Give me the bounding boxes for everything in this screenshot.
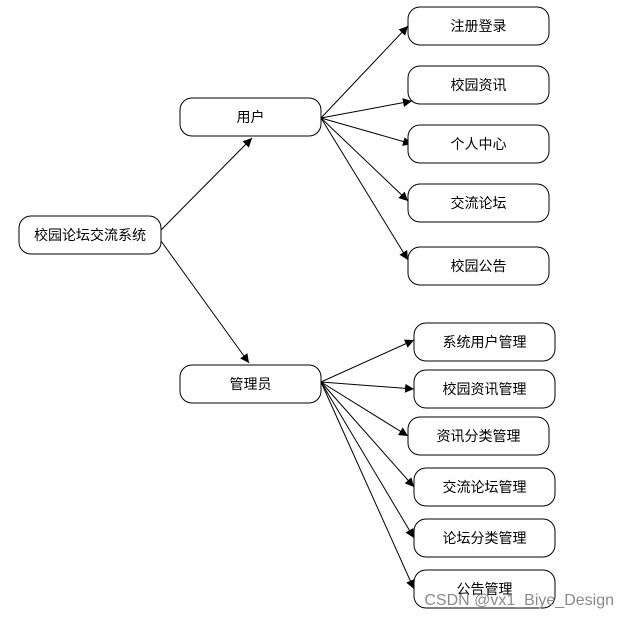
leaf-node-1-1: 校园资讯管理 (413, 369, 556, 409)
leaf-node-0-1-box (407, 65, 550, 105)
edge-branch-0-child-2 (320, 117, 413, 146)
edge-root-to-branch-0 (160, 137, 253, 231)
edge-branch-1-child-4 (320, 381, 415, 539)
leaf-node-1-2-label: 资讯分类管理 (437, 429, 521, 445)
leaf-node-1-1-box (413, 369, 556, 409)
edge-branch-1-child-2 (320, 381, 409, 437)
edge-branch-0-child-4 (320, 117, 409, 261)
leaf-node-1-5-label: 公告管理 (457, 582, 513, 598)
leaf-node-0-4-label: 校园公告 (451, 258, 507, 275)
leaf-node-1-3: 交流论坛管理 (413, 467, 556, 507)
leaf-node-1-5: 公告管理 (413, 569, 556, 609)
leaf-node-1-4-label: 论坛分类管理 (443, 531, 527, 547)
leaf-node-1-4: 论坛分类管理 (413, 518, 556, 558)
leaf-node-1-0-label: 系统用户管理 (443, 334, 527, 351)
edge-branch-1-child-3 (320, 381, 415, 488)
branch-node-1: 管理员 (179, 364, 322, 404)
leaf-node-1-0: 系统用户管理 (413, 322, 556, 362)
edge-branch-1-child-5 (320, 381, 415, 590)
watermark-text: CSDN @vx1_Biye_Design (424, 592, 614, 609)
leaf-node-0-2: 个人中心 (407, 124, 550, 164)
branch-node-0-label: 用户 (237, 109, 265, 126)
leaf-node-0-2-box (407, 124, 550, 164)
edge-root-to-branch-1 (160, 240, 250, 364)
leaf-node-0-1: 校园资讯 (407, 65, 550, 105)
leaf-node-1-0-box (413, 322, 556, 362)
edge-branch-0-child-3 (320, 117, 409, 202)
leaf-node-1-2: 资讯分类管理 (407, 416, 550, 456)
connector-group (160, 25, 415, 590)
root-node-label: 校园论坛交流系统 (34, 227, 146, 244)
branch-node-0: 用户 (179, 97, 322, 137)
leaf-node-0-3: 交流论坛 (407, 183, 550, 223)
leaf-node-0-0-label: 注册登录 (451, 19, 507, 35)
edge-branch-0-child-0 (320, 25, 409, 119)
leaf-node-1-3-label: 交流论坛管理 (443, 479, 527, 496)
edge-branch-1-child-1 (320, 381, 415, 393)
leaf-node-0-4: 校园公告 (407, 246, 550, 286)
branch-node-1-label: 管理员 (230, 377, 272, 393)
leaf-node-1-3-box (413, 467, 556, 507)
leaf-node-0-0-box (407, 6, 550, 46)
leaf-node-0-2-label: 个人中心 (451, 137, 507, 153)
branch-node-1-box (179, 364, 322, 404)
leaf-node-1-4-box (413, 518, 556, 558)
leaf-node-1-5-box (413, 569, 556, 609)
leaf-node-1-2-box (407, 416, 550, 456)
root-node: 校园论坛交流系统 (18, 215, 162, 255)
root-node-box (18, 215, 162, 255)
leaf-node-0-3-label: 交流论坛 (451, 195, 507, 212)
leaf-node-0-3-box (407, 183, 550, 223)
leaf-node-0-0: 注册登录 (407, 6, 550, 46)
leaf-node-0-1-label: 校园资讯 (451, 77, 507, 94)
branch-node-0-box (179, 97, 322, 137)
edge-branch-1-child-0 (320, 339, 415, 383)
edge-branch-0-child-1 (320, 98, 413, 119)
leaf-node-1-1-label: 校园资讯管理 (443, 381, 527, 398)
leaf-node-0-4-box (407, 246, 550, 286)
